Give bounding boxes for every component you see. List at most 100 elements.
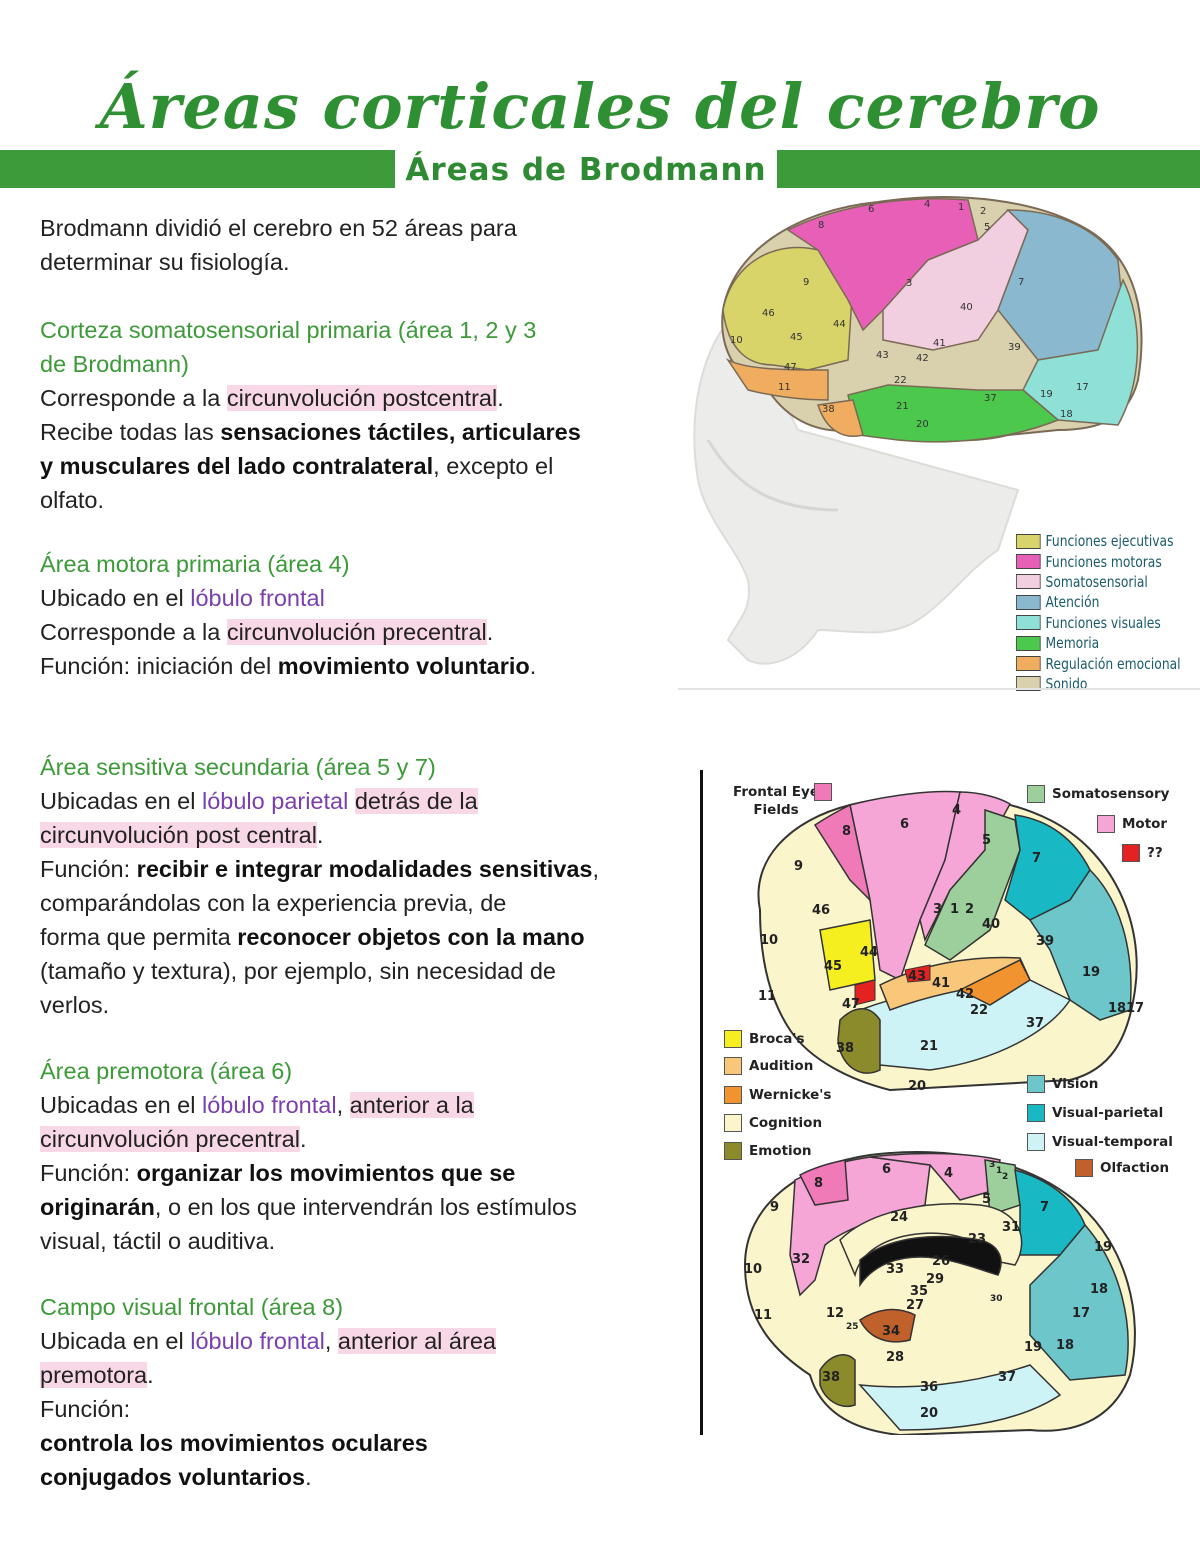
purple-text: lóbulo frontal <box>190 585 325 611</box>
svg-text:33: 33 <box>886 1262 904 1277</box>
swatch-icon <box>1027 1133 1045 1151</box>
legend-unknown: ?? <box>1122 844 1163 862</box>
legend-visual-temporal: Visual-temporal <box>1027 1133 1173 1151</box>
svg-text:28: 28 <box>886 1350 904 1365</box>
swatch-icon <box>1122 844 1140 862</box>
vision-region <box>1028 868 1132 1021</box>
memory-region <box>847 384 1060 443</box>
svg-text:19: 19 <box>1040 389 1053 400</box>
svg-text:3: 3 <box>989 1160 995 1170</box>
legend-item: Memoria <box>1016 633 1181 653</box>
legend-item: Regulación emocional <box>1016 653 1181 673</box>
text: Ubicadas en el <box>40 788 202 814</box>
section-heading: Campo visual frontal (área 8) <box>40 1294 344 1320</box>
svg-text:8: 8 <box>818 220 824 231</box>
text: , <box>592 856 600 882</box>
legend-wernickes: Wernicke's <box>724 1086 831 1104</box>
text: . <box>497 385 504 411</box>
legend-cognition: Cognition <box>724 1114 822 1132</box>
text: Función: iniciación del <box>40 653 278 679</box>
svg-text:37: 37 <box>1026 1016 1044 1031</box>
bold-text: originarán <box>40 1194 155 1220</box>
legend-item: Funciones ejecutivas <box>1016 531 1181 551</box>
svg-text:47: 47 <box>842 997 860 1012</box>
section-premotora: Área premotora (área 6) Ubicadas en el l… <box>40 1054 577 1258</box>
svg-text:25: 25 <box>846 1322 859 1332</box>
svg-text:22: 22 <box>894 375 907 386</box>
swatch-icon <box>1016 635 1041 651</box>
svg-text:10: 10 <box>744 1262 762 1277</box>
svg-text:18: 18 <box>1060 409 1073 420</box>
bold-text: y musculares del lado contralateral <box>40 453 434 479</box>
svg-text:4: 4 <box>952 803 961 818</box>
highlight: circunvolución precentral <box>226 619 487 645</box>
svg-text:37: 37 <box>984 393 997 404</box>
svg-text:46: 46 <box>812 903 830 918</box>
purple-text: lóbulo parietal <box>202 788 349 814</box>
swatch-icon <box>1016 574 1041 590</box>
intro-line: determinar su fisiología. <box>40 249 290 275</box>
swatch-icon <box>1097 815 1115 833</box>
legend-item: Funciones visuales <box>1016 613 1181 633</box>
text: . <box>147 1362 154 1388</box>
svg-text:18: 18 <box>1056 1338 1074 1353</box>
text: forma que permita <box>40 924 238 950</box>
legend-olfaction: Olfaction <box>1075 1159 1169 1177</box>
swatch-icon <box>724 1086 742 1104</box>
swatch-icon <box>1016 594 1041 610</box>
svg-text:7: 7 <box>1018 277 1024 288</box>
swatch-icon <box>1016 533 1041 549</box>
text: , <box>336 1092 350 1118</box>
vertical-divider <box>700 770 703 1435</box>
medial-emotion-region <box>819 1354 856 1407</box>
legend-audition: Audition <box>724 1057 813 1075</box>
text: comparándolas con la experiencia previa,… <box>40 890 507 916</box>
svg-text:37: 37 <box>998 1370 1016 1385</box>
svg-text:22: 22 <box>970 1003 988 1018</box>
svg-text:7: 7 <box>1032 851 1041 866</box>
section-heading: Área motora primaria (área 4) <box>40 551 350 577</box>
text: Recibe todas las <box>40 419 221 445</box>
legend-frontal-eye: Frontal Eye Fields <box>733 784 819 818</box>
text: . <box>529 653 537 679</box>
text: Función: <box>40 1160 137 1186</box>
svg-text:20: 20 <box>908 1079 926 1094</box>
functions-legend: Funciones ejecutivas Funciones motoras S… <box>1016 531 1200 694</box>
svg-text:9: 9 <box>794 859 803 874</box>
legend-item: Somatosensorial <box>1016 572 1181 592</box>
svg-text:32: 32 <box>792 1252 810 1267</box>
section-somatosensorial: Corteza somatosensorial primaria (área 1… <box>40 313 581 517</box>
svg-text:38: 38 <box>822 404 835 415</box>
section-heading: Área sensitiva secundaria (área 5 y 7) <box>40 754 436 780</box>
svg-text:18: 18 <box>1090 1282 1108 1297</box>
svg-text:41: 41 <box>933 338 946 349</box>
svg-text:27: 27 <box>906 1298 924 1313</box>
swatch-icon <box>1075 1159 1093 1177</box>
text: Corresponde a la <box>40 385 227 411</box>
svg-text:1: 1 <box>958 202 964 213</box>
highlight: premotora <box>40 1362 148 1388</box>
svg-text:1: 1 <box>996 1166 1002 1176</box>
medial-visual-parietal-region <box>1014 1168 1086 1256</box>
highlight: anterior al área <box>337 1328 496 1354</box>
svg-text:34: 34 <box>882 1324 900 1339</box>
svg-text:17: 17 <box>1076 382 1089 393</box>
section-motora-primaria: Área motora primaria (área 4) Ubicado en… <box>40 547 536 683</box>
bold-text: controla los movimientos oculares <box>40 1430 428 1456</box>
svg-text:19: 19 <box>1082 965 1100 980</box>
svg-text:23: 23 <box>968 1232 986 1247</box>
svg-text:40: 40 <box>960 302 973 313</box>
svg-text:46: 46 <box>762 308 775 319</box>
legend-vision: Vision <box>1027 1075 1098 1093</box>
medial-frontal-eye-region <box>799 1159 849 1206</box>
svg-text:31: 31 <box>1002 1220 1020 1235</box>
emotion-region <box>837 1008 881 1074</box>
swatch-icon <box>1027 1104 1045 1122</box>
corpus-callosum <box>859 1235 1002 1288</box>
text: visual, táctil o auditiva. <box>40 1228 276 1254</box>
text: . <box>299 1126 307 1152</box>
swatch-icon <box>724 1057 742 1075</box>
text <box>348 788 355 814</box>
legend-brocas: Broca's <box>724 1030 805 1048</box>
